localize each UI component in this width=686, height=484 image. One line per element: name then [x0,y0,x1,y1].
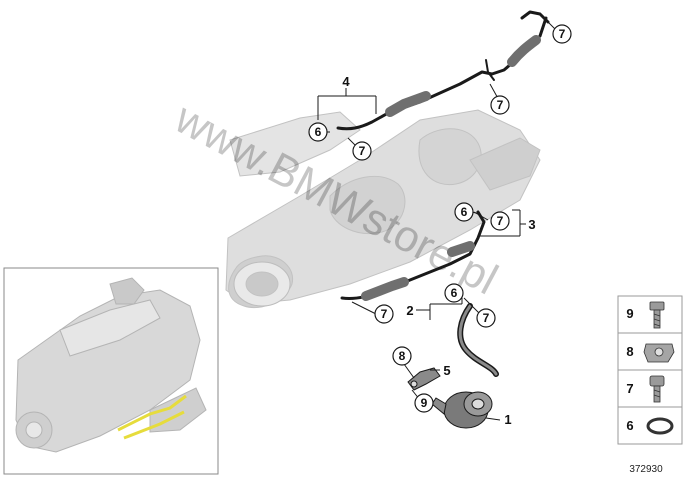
label-part-5: 5 [443,363,450,378]
oil-pipe-part-3-2 [340,210,499,377]
engine-overview-inset [3,267,219,475]
callout-7-upper-mid: 7 [490,95,510,115]
parts-legend: 9 8 7 6 [617,295,683,445]
bracket-part-5 [407,367,441,391]
legend-row-6: 6 [626,417,674,435]
callout-7-lower-right: 7 [476,308,496,328]
label-part-3: 3 [528,217,535,232]
callout-9-pump: 9 [414,393,434,413]
svg-text:6: 6 [451,286,458,300]
callout-7-upper-left: 7 [352,141,372,161]
svg-text:7: 7 [497,214,504,228]
auxiliary-water-pump-part-1 [431,391,493,429]
callout-7-lower-left: 7 [374,304,394,324]
leader-lines [317,17,559,421]
callout-7-middle: 7 [490,211,510,231]
svg-text:8: 8 [399,349,406,363]
svg-text:7: 7 [359,144,366,158]
hex-bolt-icon [649,375,665,403]
callout-7-top-right: 7 [552,24,572,44]
label-part-4: 4 [342,74,350,89]
callout-6-middle: 6 [454,202,474,222]
callout-8-pump: 8 [392,346,412,366]
oil-pipe-part-4 [336,10,550,131]
clip-nut-icon [643,343,675,363]
label-part-1: 1 [504,412,511,427]
turbo-manifold-background [225,109,541,308]
svg-text:7: 7 [559,27,566,41]
svg-text:6: 6 [626,418,633,433]
legend-row-8: 8 [626,343,675,363]
seal-ring-icon [646,417,674,435]
callout-6-upper-left: 6 [308,122,328,142]
svg-text:9: 9 [626,306,633,321]
svg-text:9: 9 [421,396,428,410]
svg-text:7: 7 [381,307,388,321]
bolt-icon [649,301,665,329]
legend-row-9: 9 [626,301,665,329]
svg-text:7: 7 [626,381,633,396]
svg-text:6: 6 [315,125,322,139]
diagram-id: 372930 [629,464,663,475]
legend-row-7: 7 [626,375,665,403]
svg-text:7: 7 [497,98,504,112]
label-part-2: 2 [406,303,413,318]
svg-text:7: 7 [483,311,490,325]
highlighted-oil-lines [117,394,187,440]
svg-text:6: 6 [461,205,468,219]
callout-6-lower: 6 [444,283,464,303]
svg-text:8: 8 [626,344,633,359]
